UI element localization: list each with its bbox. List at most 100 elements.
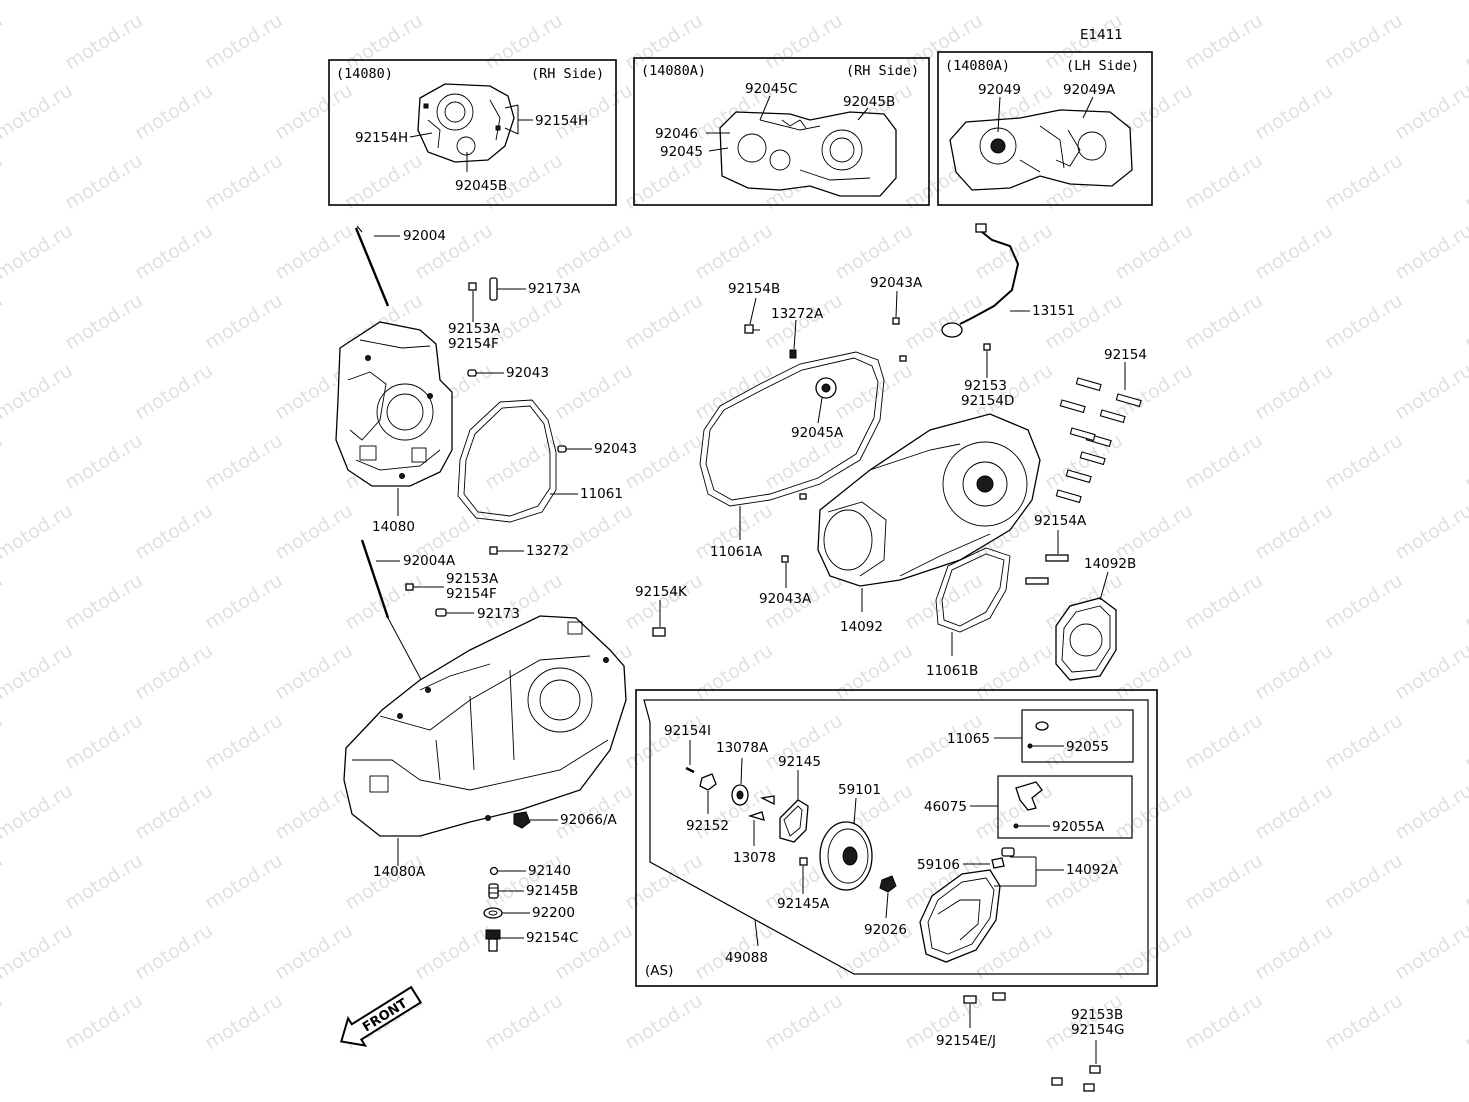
inset-1-crankcase — [417, 83, 515, 163]
watermark-text: motod.ru — [481, 989, 567, 1054]
label-13078A: 13078A — [716, 740, 769, 756]
watermark-text: motod.ru — [971, 0, 1057, 4]
watermark-text: motod.ru — [0, 779, 77, 844]
watermark-text: motod.ru — [271, 79, 357, 144]
ratchet-13078A — [731, 757, 749, 806]
watermark-text: motod.ru — [1251, 499, 1337, 564]
gasket-11061A — [699, 351, 885, 507]
subbox-11065 — [994, 709, 1134, 763]
label-13078: 13078 — [733, 850, 776, 866]
watermark-text: motod.ru — [1251, 639, 1337, 704]
label-92145: 92145 — [778, 754, 821, 770]
bolts-92154EJ — [963, 992, 1006, 1028]
watermark-text: motod.ru — [1391, 919, 1469, 984]
label-92200: 92200 — [532, 905, 575, 921]
watermark-text: motod.ru — [1461, 429, 1469, 494]
label-92154K: 92154K — [635, 584, 688, 600]
watermark-text: motod.ru — [271, 499, 357, 564]
watermark-text: motod.ru — [481, 429, 567, 494]
inset-2-label-c: 92046 — [655, 126, 698, 142]
watermark-text: motod.ru — [0, 569, 7, 634]
watermark-text: motod.ru — [1461, 849, 1469, 914]
label-AS: (AS) — [645, 963, 673, 979]
watermark-text: motod.ru — [691, 219, 777, 284]
label-46075: 46075 — [924, 799, 967, 815]
watermark-text: motod.ru — [1251, 359, 1337, 424]
inset-3-crankcase — [949, 109, 1133, 191]
stud-92004 — [354, 225, 400, 307]
label-92043-a: 92043 — [506, 365, 549, 381]
watermark-text: motod.ru — [61, 569, 147, 634]
watermark-text: motod.ru — [1321, 289, 1407, 354]
watermark-text: motod.ru — [61, 989, 147, 1054]
watermark-text: motod.ru — [621, 989, 707, 1054]
watermark-text: motod.ru — [1321, 9, 1407, 74]
spring-92145 — [779, 770, 809, 843]
pin-92173A — [489, 277, 526, 301]
watermark-text: motod.ru — [1391, 639, 1469, 704]
label-92045A: 92045A — [791, 425, 844, 441]
watermark-text: motod.ru — [481, 9, 567, 74]
bolt-92154-item — [1069, 427, 1096, 442]
label-92153A-lower: 92153A — [446, 571, 499, 587]
inset-box-3: (14080A) (LH Side) 92049 92049A — [937, 51, 1153, 206]
label-13272: 13272 — [526, 543, 569, 559]
label-92153B: 92153B — [1071, 1007, 1123, 1023]
watermark-text: motod.ru — [1181, 709, 1267, 774]
inset-3-label-a: 92049 — [978, 82, 1021, 98]
inset-3-side: (LH Side) — [1066, 58, 1139, 74]
gasket-11061 — [457, 399, 578, 523]
watermark-text: motod.ru — [201, 569, 287, 634]
watermark-text: motod.ru — [1111, 0, 1197, 4]
label-92154: 92154 — [1104, 347, 1147, 363]
plug-13272 — [489, 546, 524, 555]
watermark-text: motod.ru — [131, 0, 217, 4]
watermark-text: motod.ru — [1181, 429, 1267, 494]
watermark-text: motod.ru — [0, 359, 77, 424]
dowel-92043-a — [467, 369, 504, 377]
watermark-text: motod.ru — [271, 779, 357, 844]
pin-59106 — [963, 857, 1005, 869]
dowel-92043-b — [557, 445, 592, 453]
watermark-text: motod.ru — [271, 919, 357, 984]
watermark-text: motod.ru — [131, 219, 217, 284]
label-92154C: 92154C — [526, 930, 578, 946]
label-92154G: 92154G — [1071, 1022, 1124, 1038]
inset-1-label-a: 92154H — [355, 130, 408, 146]
label-11061A: 11061A — [710, 544, 763, 560]
watermark-text: motod.ru — [831, 0, 917, 4]
bolt-92154-item — [1115, 393, 1142, 408]
bolt-92154B — [744, 297, 760, 334]
label-92154EJ: 92154E/J — [936, 1033, 996, 1049]
label-92173: 92173 — [477, 606, 520, 622]
watermark-text: motod.ru — [1461, 709, 1469, 774]
crankcase-14080 — [335, 321, 453, 487]
pulley-59101 — [819, 797, 873, 891]
pin-92173 — [435, 608, 474, 617]
nut-92152 — [699, 773, 717, 814]
label-14092A: 14092A — [1066, 862, 1119, 878]
watermark-text: motod.ru — [271, 219, 357, 284]
watermark-text: motod.ru — [271, 0, 357, 4]
watermark-text: motod.ru — [1461, 149, 1469, 214]
watermark-text: motod.ru — [1461, 9, 1469, 74]
watermark-text: motod.ru — [201, 849, 287, 914]
bolt-92154A — [1025, 530, 1069, 585]
bolts-92153B — [1051, 1040, 1101, 1092]
label-92145A: 92145A — [777, 896, 830, 912]
spring-92145A — [799, 857, 808, 894]
assembly-box: (AS) — [635, 689, 1158, 987]
watermark-text: motod.ru — [1041, 429, 1127, 494]
watermark-text: motod.ru — [1181, 569, 1267, 634]
watermark-text: motod.ru — [131, 79, 217, 144]
watermark-text: motod.ru — [0, 639, 77, 704]
spring-92145B — [488, 883, 524, 899]
bolt-92154K — [652, 600, 666, 637]
watermark-text: motod.ru — [341, 849, 427, 914]
dowel-small-b — [799, 493, 807, 500]
watermark-text: motod.ru — [1251, 0, 1337, 4]
label-14092: 14092 — [840, 619, 883, 635]
bolts-92154 — [1055, 377, 1142, 504]
watermark-text: motod.ru — [201, 149, 287, 214]
